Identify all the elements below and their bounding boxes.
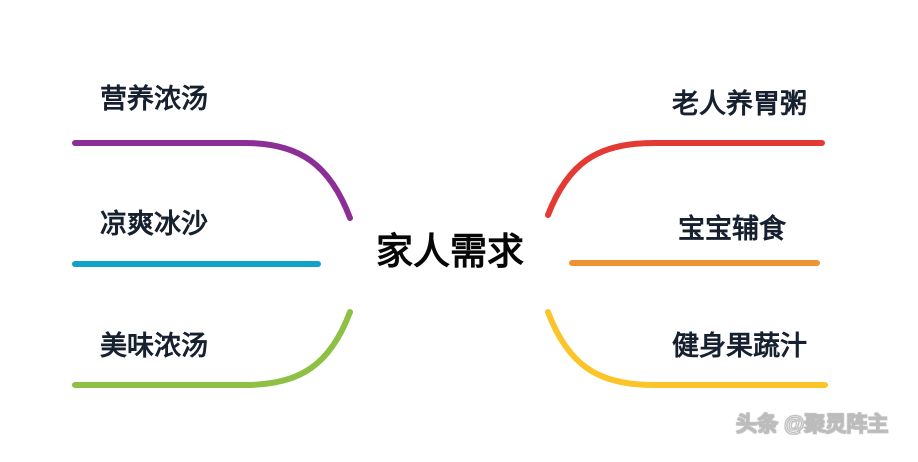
watermark: 头条 @聚灵阵主 <box>735 413 889 436</box>
branch-label-fitness-fruit-veg-juice[interactable]: 健身果蔬汁 <box>672 331 807 361</box>
branch-label-tasty-thick-soup[interactable]: 美味浓汤 <box>100 331 208 361</box>
center-topic[interactable]: 家人需求 <box>376 231 524 272</box>
connector-nutritious-soup <box>72 140 353 221</box>
branch-label-nutritious-soup[interactable]: 营养浓汤 <box>100 84 208 114</box>
connector-fitness-fruit-veg-juice <box>545 309 828 388</box>
branch-label-baby-food[interactable]: 宝宝辅食 <box>678 214 786 244</box>
branch-label-cool-smoothie[interactable]: 凉爽冰沙 <box>100 209 208 239</box>
connector-tasty-thick-soup <box>72 309 353 388</box>
connector-elderly-stomach-porridge <box>545 140 825 218</box>
branch-label-elderly-stomach-porridge[interactable]: 老人养胃粥 <box>672 89 807 119</box>
